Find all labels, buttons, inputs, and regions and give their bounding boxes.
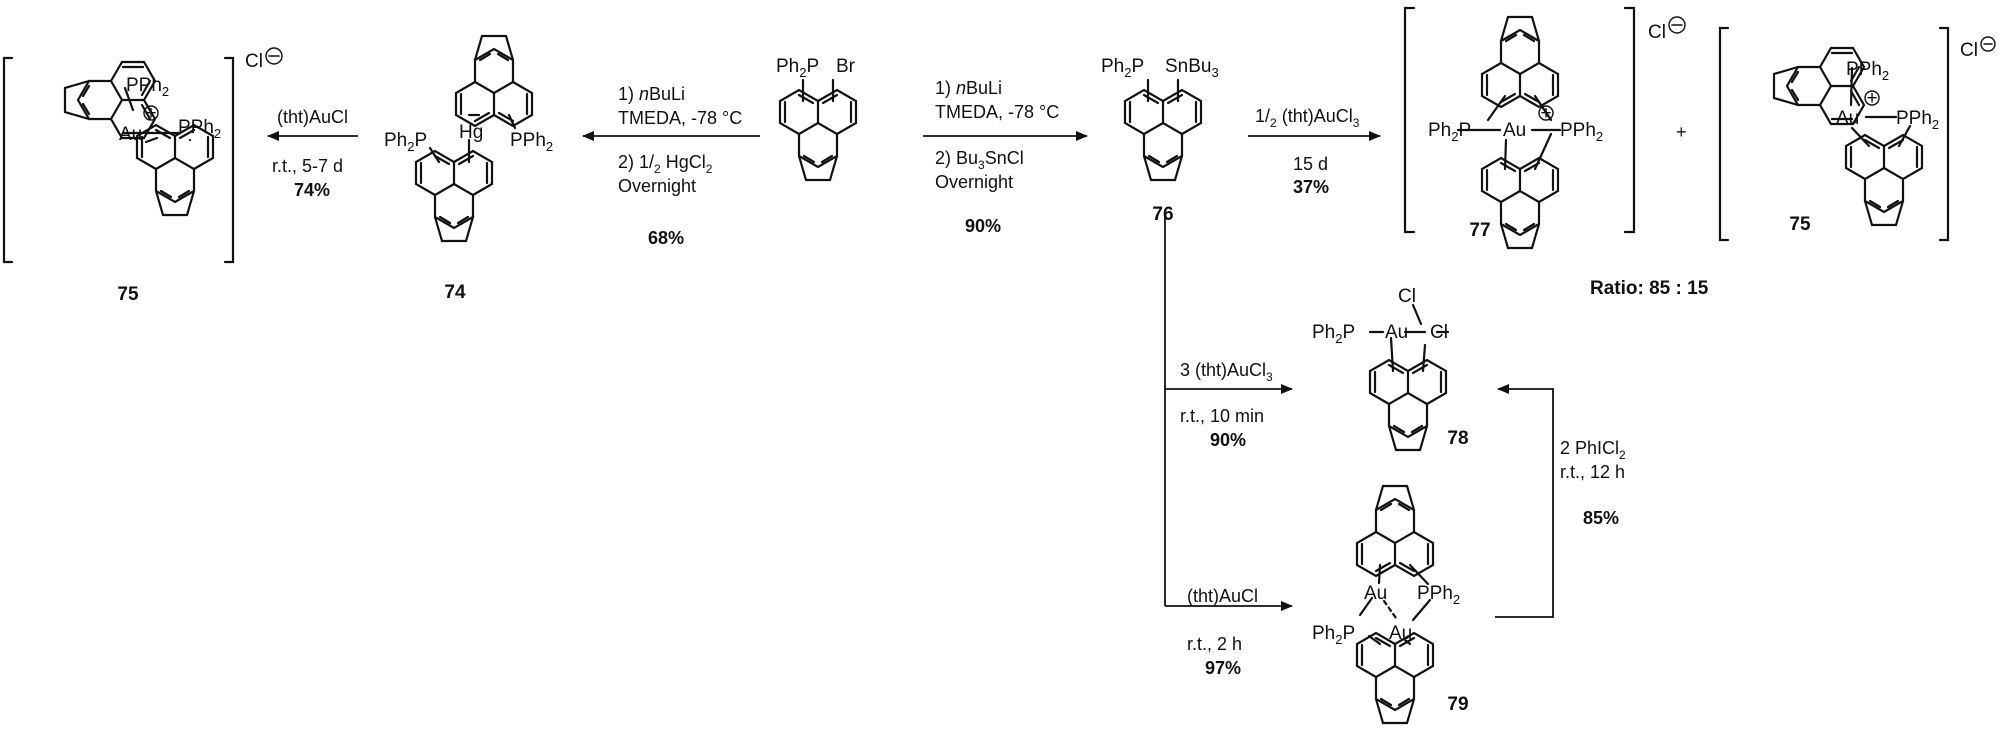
- au-label: Au: [1503, 120, 1526, 141]
- svg-text:Overnight: Overnight: [618, 176, 696, 196]
- compound-79: Au PPh2 Ph2P Au 79: [1312, 486, 1469, 725]
- conditions-76-to-77: 1/2 (tht)AuCl3 15 d 37%: [1255, 106, 1360, 197]
- svg-text:2) 1/2 HgCl2: 2) 1/2 HgCl2: [618, 152, 713, 176]
- svg-text:+: +: [1866, 88, 1877, 109]
- svg-text:68%: 68%: [648, 228, 684, 248]
- snbu3-label: SnBu3: [1165, 56, 1219, 80]
- compound-78: Ph2P Au Cl Cl 78: [1312, 286, 1469, 452]
- conditions-76-to-79: (tht)AuCl r.t., 2 h 97%: [1187, 586, 1258, 678]
- svg-text:90%: 90%: [965, 216, 1001, 236]
- counterion-label: Cl: [245, 51, 263, 72]
- svg-text:r.t., 5-7 d: r.t., 5-7 d: [272, 156, 343, 176]
- cl-label: Cl: [1430, 322, 1448, 343]
- starting-material: Ph2P Br: [776, 56, 858, 182]
- pph2-label: PPh2: [1560, 120, 1603, 144]
- svg-text:15 d: 15 d: [1293, 154, 1328, 174]
- svg-text:+: +: [145, 103, 156, 124]
- ph2p-label: Ph2P: [1312, 623, 1355, 647]
- pph2-label: PPh2: [126, 75, 169, 99]
- svg-text:90%: 90%: [1210, 430, 1246, 450]
- compound-number: 78: [1447, 428, 1468, 449]
- svg-text:37%: 37%: [1293, 177, 1329, 197]
- compound-76: Ph2P SnBu3 76: [1101, 56, 1219, 225]
- hg-label: Hg: [459, 122, 483, 143]
- positive-charge: [143, 105, 159, 121]
- pph2-label: PPh2: [1417, 583, 1460, 607]
- compound-number: 76: [1152, 204, 1173, 225]
- svg-text:2 PhICl2: 2 PhICl2: [1560, 438, 1626, 462]
- cl-label: Cl: [1398, 286, 1416, 307]
- svg-text:1/2 (tht)AuCl3: 1/2 (tht)AuCl3: [1255, 106, 1360, 130]
- arrow-79-to-78: [1495, 384, 1554, 618]
- svg-text:1) nBuLi: 1) nBuLi: [618, 84, 685, 104]
- compound-74: Hg PPh2 Ph2P 74: [384, 36, 553, 303]
- svg-text:3 (tht)AuCl3: 3 (tht)AuCl3: [1180, 360, 1273, 384]
- svg-text:r.t., 10 min: r.t., 10 min: [1180, 406, 1264, 426]
- conditions-76-to-78: 3 (tht)AuCl3 r.t., 10 min 90%: [1180, 360, 1273, 450]
- br-label: Br: [836, 56, 856, 77]
- ph2p-label: Ph2P: [1101, 56, 1144, 80]
- svg-text:97%: 97%: [1205, 658, 1241, 678]
- svg-text:TMEDA, -78 °C: TMEDA, -78 °C: [935, 102, 1059, 122]
- svg-text:74%: 74%: [294, 180, 330, 200]
- au-label: Au: [119, 124, 142, 145]
- svg-text:TMEDA, -78 °C: TMEDA, -78 °C: [618, 108, 742, 128]
- conditions-sm-to-76: 1) nBuLi TMEDA, -78 °C 2) Bu3SnCl Overni…: [935, 78, 1059, 236]
- plus-sign: +: [1676, 122, 1687, 142]
- pph2-label: PPh2: [178, 117, 221, 141]
- svg-text:(tht)AuCl: (tht)AuCl: [1187, 586, 1258, 606]
- compound-75-right: PPh2 Au PPh2 + Cl 75: [1718, 26, 1996, 242]
- ph2p-label: Ph2P: [1312, 322, 1355, 346]
- compound-number: 75: [117, 284, 139, 305]
- compound-number: 77: [1469, 220, 1490, 241]
- svg-text:r.t., 2 h: r.t., 2 h: [1187, 634, 1242, 654]
- ratio-label: Ratio: 85 : 15: [1590, 278, 1709, 299]
- ph2p-label: Ph2P: [776, 56, 819, 80]
- pph2-label: PPh2: [510, 130, 553, 154]
- compound-77: Ph2P Au PPh2 + Cl 77: [1403, 6, 1686, 250]
- au-label: Au: [1364, 583, 1387, 604]
- svg-text:1) nBuLi: 1) nBuLi: [935, 78, 1002, 98]
- svg-text:(tht)AuCl: (tht)AuCl: [277, 107, 348, 127]
- counterion-label: Cl: [1960, 40, 1978, 61]
- ph2p-label: Ph2P: [384, 130, 427, 154]
- conditions-74-to-75: (tht)AuCl r.t., 5-7 d 74%: [272, 107, 348, 200]
- ph2p-label: Ph2P: [1428, 120, 1471, 144]
- compound-number: 79: [1447, 694, 1468, 715]
- svg-text:+: +: [1540, 103, 1551, 124]
- compound-number: 75: [1789, 214, 1811, 235]
- svg-text:2) Bu3SnCl: 2) Bu3SnCl: [935, 148, 1024, 172]
- svg-text:85%: 85%: [1583, 508, 1619, 528]
- positive-charge: [1538, 105, 1554, 121]
- compound-number: 74: [444, 282, 466, 303]
- conditions-79-to-78: 2 PhICl2 r.t., 12 h 85%: [1560, 438, 1626, 528]
- au-label: Au: [1385, 322, 1408, 343]
- pph2-label: PPh2: [1896, 108, 1939, 132]
- compound-75-left: Au PPh2 PPh2 + Cl 75: [2, 47, 283, 305]
- positive-charge: [1864, 90, 1880, 106]
- counterion-label: Cl: [1648, 22, 1666, 43]
- svg-text:Overnight: Overnight: [935, 172, 1013, 192]
- pph2-label: PPh2: [1846, 59, 1889, 83]
- au-label: Au: [1836, 108, 1859, 129]
- svg-text:r.t., 12 h: r.t., 12 h: [1560, 462, 1625, 482]
- conditions-sm-to-74: 1) nBuLi TMEDA, -78 °C 2) 1/2 HgCl2 Over…: [618, 84, 742, 248]
- au-label: Au: [1389, 623, 1412, 644]
